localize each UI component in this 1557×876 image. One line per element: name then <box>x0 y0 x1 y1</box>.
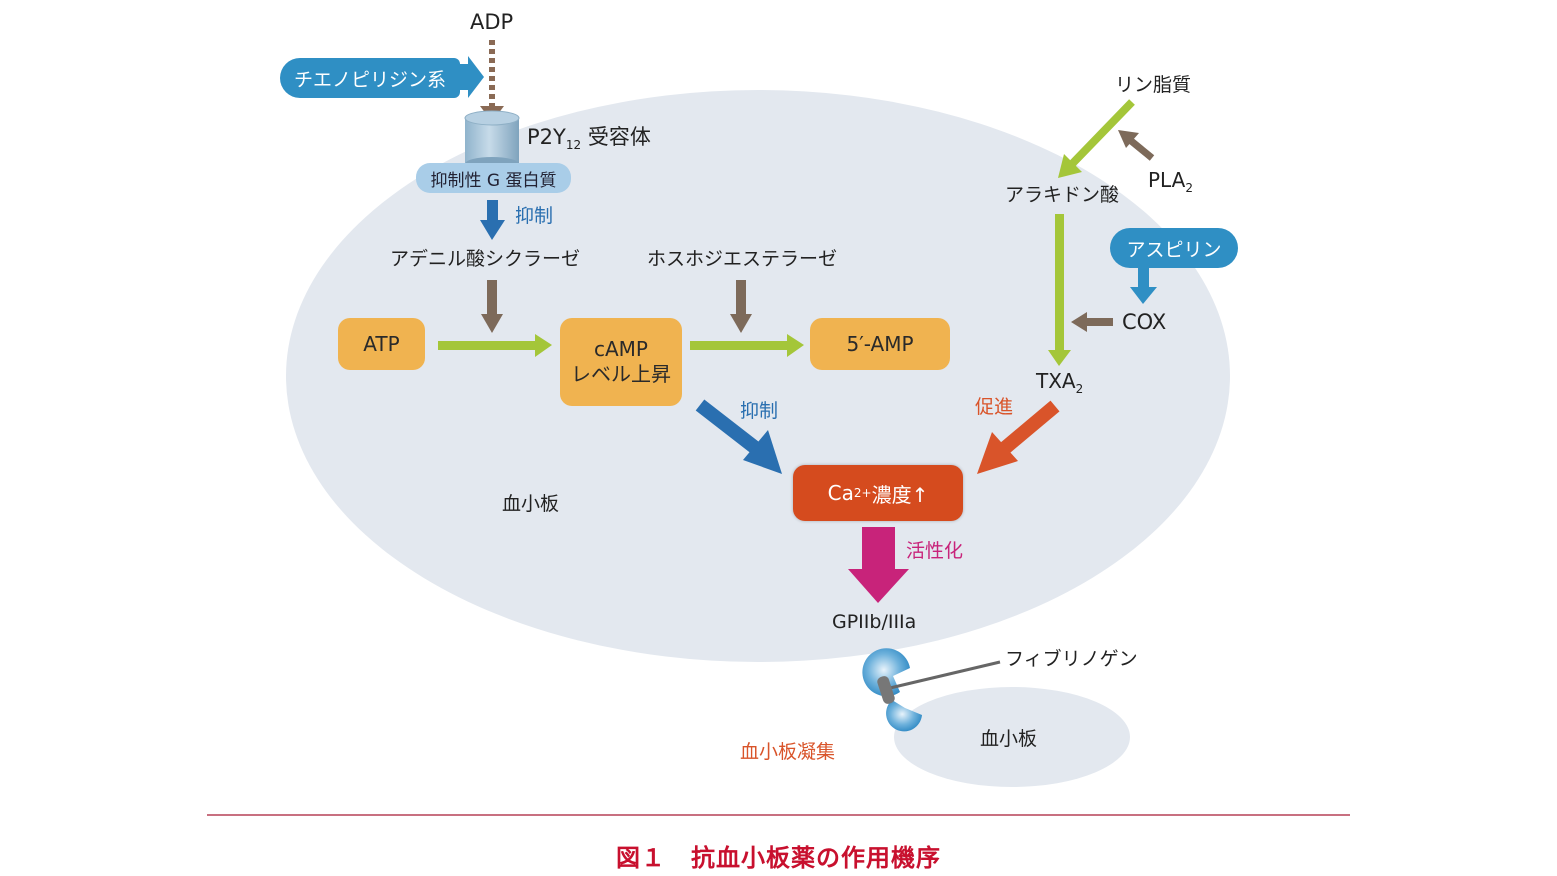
pla2-label: PLA2 <box>1148 170 1193 194</box>
amp5-label: 5′-AMP <box>846 331 914 356</box>
aspirin-label: アスピリン <box>1126 238 1222 261</box>
promote-arrow-shaft <box>1000 400 1060 454</box>
adenylate-cyclase-label: アデニル酸シクラーゼ <box>390 248 581 270</box>
phospholipid-label: リン脂質 <box>1115 74 1192 96</box>
arachidonic-to-txa2-arrow-shaft <box>1055 214 1064 354</box>
cox-arrow-shaft <box>1085 318 1113 326</box>
p2y12-main: P2Y <box>527 125 566 149</box>
inhibit-arrow-1-shaft <box>487 200 498 222</box>
atp-to-camp-arrow-shaft <box>438 341 538 350</box>
txa2-label: TXA2 <box>1036 371 1083 395</box>
arachidonic-to-txa2-arrowhead <box>1048 350 1071 366</box>
phospholipid-to-arachidonic-arrow <box>1069 99 1135 167</box>
p2y12-label: P2Y12 受容体 <box>527 125 651 153</box>
thienopyridine-label: チエノピリジン系 <box>293 68 446 91</box>
g-protein-label: 抑制性 G 蛋白質 <box>430 170 557 191</box>
ca-main: Ca <box>827 481 854 505</box>
cox-label: COX <box>1122 310 1167 334</box>
promote-arrow-head <box>977 432 1018 474</box>
platelet-label-1: 血小板 <box>502 493 560 515</box>
amp5-box: 5′-AMP <box>810 318 950 370</box>
fibrinogen-line <box>889 660 1001 690</box>
adenylate-cyclase-arrow-head <box>481 314 503 333</box>
arachidonic-acid-label: アラキドン酸 <box>1005 184 1120 206</box>
atp-box: ATP <box>338 318 425 370</box>
phosphodiesterase-label: ホスホジエステラーゼ <box>647 248 838 270</box>
adenylate-cyclase-arrow-shaft <box>487 280 497 315</box>
phosphodiesterase-arrow-shaft <box>736 280 746 315</box>
atp-label: ATP <box>363 331 400 356</box>
cox-arrowhead <box>1071 312 1087 332</box>
phospholipid-to-arachidonic-arrowhead <box>1058 154 1082 178</box>
pla2-sub: 2 <box>1185 181 1193 195</box>
aspirin-arrowhead <box>1130 287 1157 304</box>
aspirin-drug-badge: アスピリン <box>1110 228 1238 268</box>
ca-sup: 2+ <box>853 486 872 500</box>
platelet-label-2: 血小板 <box>980 728 1038 750</box>
p2y12-sub: 12 <box>565 138 582 153</box>
inhibit-arrow-2-head <box>743 430 782 474</box>
txa2-main: TXA <box>1036 369 1076 393</box>
activate-arrow-shaft <box>862 527 895 571</box>
atp-to-camp-arrow-head <box>535 334 552 357</box>
pla2-arrow <box>1127 137 1155 161</box>
inhibit-label-2: 抑制 <box>740 400 779 422</box>
activate-label: 活性化 <box>906 540 964 562</box>
camp-box: cAMP レベル上昇 <box>560 318 682 406</box>
inhibit-arrow-2-shaft <box>695 399 763 456</box>
pla2-main: PLA <box>1148 168 1186 192</box>
g-protein-badge: 抑制性 G 蛋白質 <box>416 163 571 193</box>
camp-label-line2: レベル上昇 <box>571 362 671 386</box>
txa2-sub: 2 <box>1075 382 1084 396</box>
platelet-main-cell <box>286 90 1230 662</box>
fibrinogen-molecule-icon <box>877 676 895 704</box>
pla2-arrowhead <box>1118 130 1139 148</box>
aggregation-label: 血小板凝集 <box>740 741 836 763</box>
p2y12-suffix: 受容体 <box>581 125 651 149</box>
inhibit-arrow-1-head <box>480 220 505 240</box>
aspirin-arrow-shaft <box>1138 268 1149 288</box>
ca-suffix: 濃度↑ <box>871 482 929 507</box>
figure-caption: 図１ 抗血小板薬の作用機序 <box>616 844 941 872</box>
platelet-second-cell <box>894 687 1130 787</box>
caption-rule <box>207 814 1350 816</box>
adp-label: ADP <box>470 10 514 34</box>
p2y12-receptor-icon <box>464 110 520 171</box>
camp-label-line1: cAMP <box>594 337 648 361</box>
gp-label: GPIIb/IIIa <box>832 611 917 633</box>
activate-arrow-head <box>848 569 909 603</box>
gp-receptor-icon <box>862 648 922 732</box>
thienopyridine-arrow <box>455 56 484 98</box>
inhibit-label-1: 抑制 <box>515 205 554 227</box>
camp-to-amp-arrow-head <box>787 334 804 357</box>
thienopyridine-drug-badge: チエノピリジン系 <box>280 58 460 98</box>
phosphodiesterase-arrow-head <box>730 314 752 333</box>
fibrinogen-label: フィブリノゲン <box>1005 648 1138 670</box>
promote-label: 促進 <box>975 396 1014 418</box>
camp-to-amp-arrow-shaft <box>690 341 790 350</box>
